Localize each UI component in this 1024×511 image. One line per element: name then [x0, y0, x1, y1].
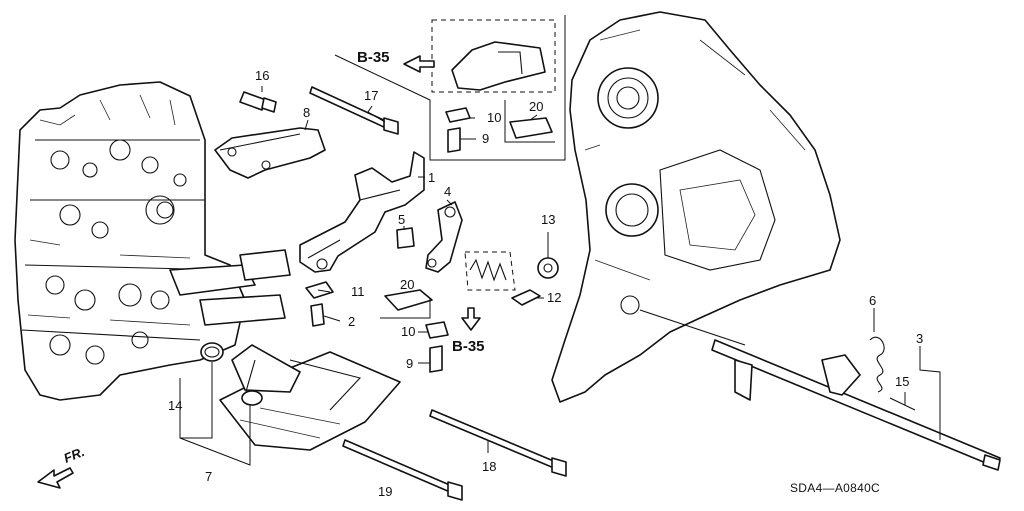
- shift-arm: [425, 201, 463, 273]
- clip-10-lower: [425, 321, 449, 339]
- callout-7: 7: [205, 469, 212, 484]
- callout-18: 18: [482, 459, 496, 474]
- callout-3: 3: [916, 331, 923, 346]
- callout-12: 12: [547, 290, 561, 305]
- ref-arrow-bottom: [461, 307, 481, 331]
- shift-shaft: [711, 339, 1001, 471]
- bolt-18: [429, 409, 567, 477]
- valve-body: [14, 81, 291, 401]
- ref-label-bottom: B-35: [452, 338, 485, 355]
- callout-11: 11: [351, 284, 365, 299]
- callout-14: 14: [168, 398, 182, 413]
- callout-17: 17: [364, 88, 378, 103]
- bolt-16: [239, 91, 277, 113]
- diagram-code: SDA4—A0840C: [790, 481, 880, 495]
- bolt-19: [342, 439, 463, 501]
- callout-2: 2: [348, 314, 355, 329]
- callout-6: 6: [869, 293, 876, 308]
- atf-strainer: [219, 344, 401, 451]
- ref-arrow-top: [403, 55, 435, 73]
- callout-10-top: 10: [487, 110, 501, 125]
- callout-19: 19: [378, 484, 392, 499]
- bolt-9-lower: [429, 345, 443, 373]
- callout-16: 16: [255, 68, 269, 83]
- callout-9-top: 9: [482, 131, 489, 146]
- transmission-case: [551, 11, 841, 403]
- shift-fork: [299, 151, 425, 273]
- clip-12: [511, 289, 541, 306]
- callout-1: 1: [428, 170, 435, 185]
- detent-spring: [464, 251, 559, 291]
- callout-10-bottom: 10: [401, 324, 415, 339]
- pin-5: [396, 227, 415, 249]
- callout-4: 4: [444, 184, 451, 199]
- inset-box: [334, 15, 566, 161]
- o-ring: [200, 342, 224, 362]
- callout-20-top: 20: [529, 99, 543, 114]
- front-marker: FR.: [62, 444, 87, 466]
- callout-15: 15: [895, 374, 909, 389]
- bolt-17: [309, 86, 399, 135]
- callout-5: 5: [398, 212, 405, 227]
- bolt-2: [310, 303, 325, 327]
- return-spring: [869, 336, 885, 393]
- callout-13: 13: [541, 212, 555, 227]
- callout-8: 8: [303, 105, 310, 120]
- shift-bracket: [214, 127, 326, 179]
- callout-20-bottom: 20: [400, 277, 414, 292]
- front-arrow-icon: [37, 467, 74, 489]
- callout-9-bottom: 9: [406, 356, 413, 371]
- ref-label-top: B-35: [357, 49, 390, 66]
- plate-20-lower: [384, 289, 433, 311]
